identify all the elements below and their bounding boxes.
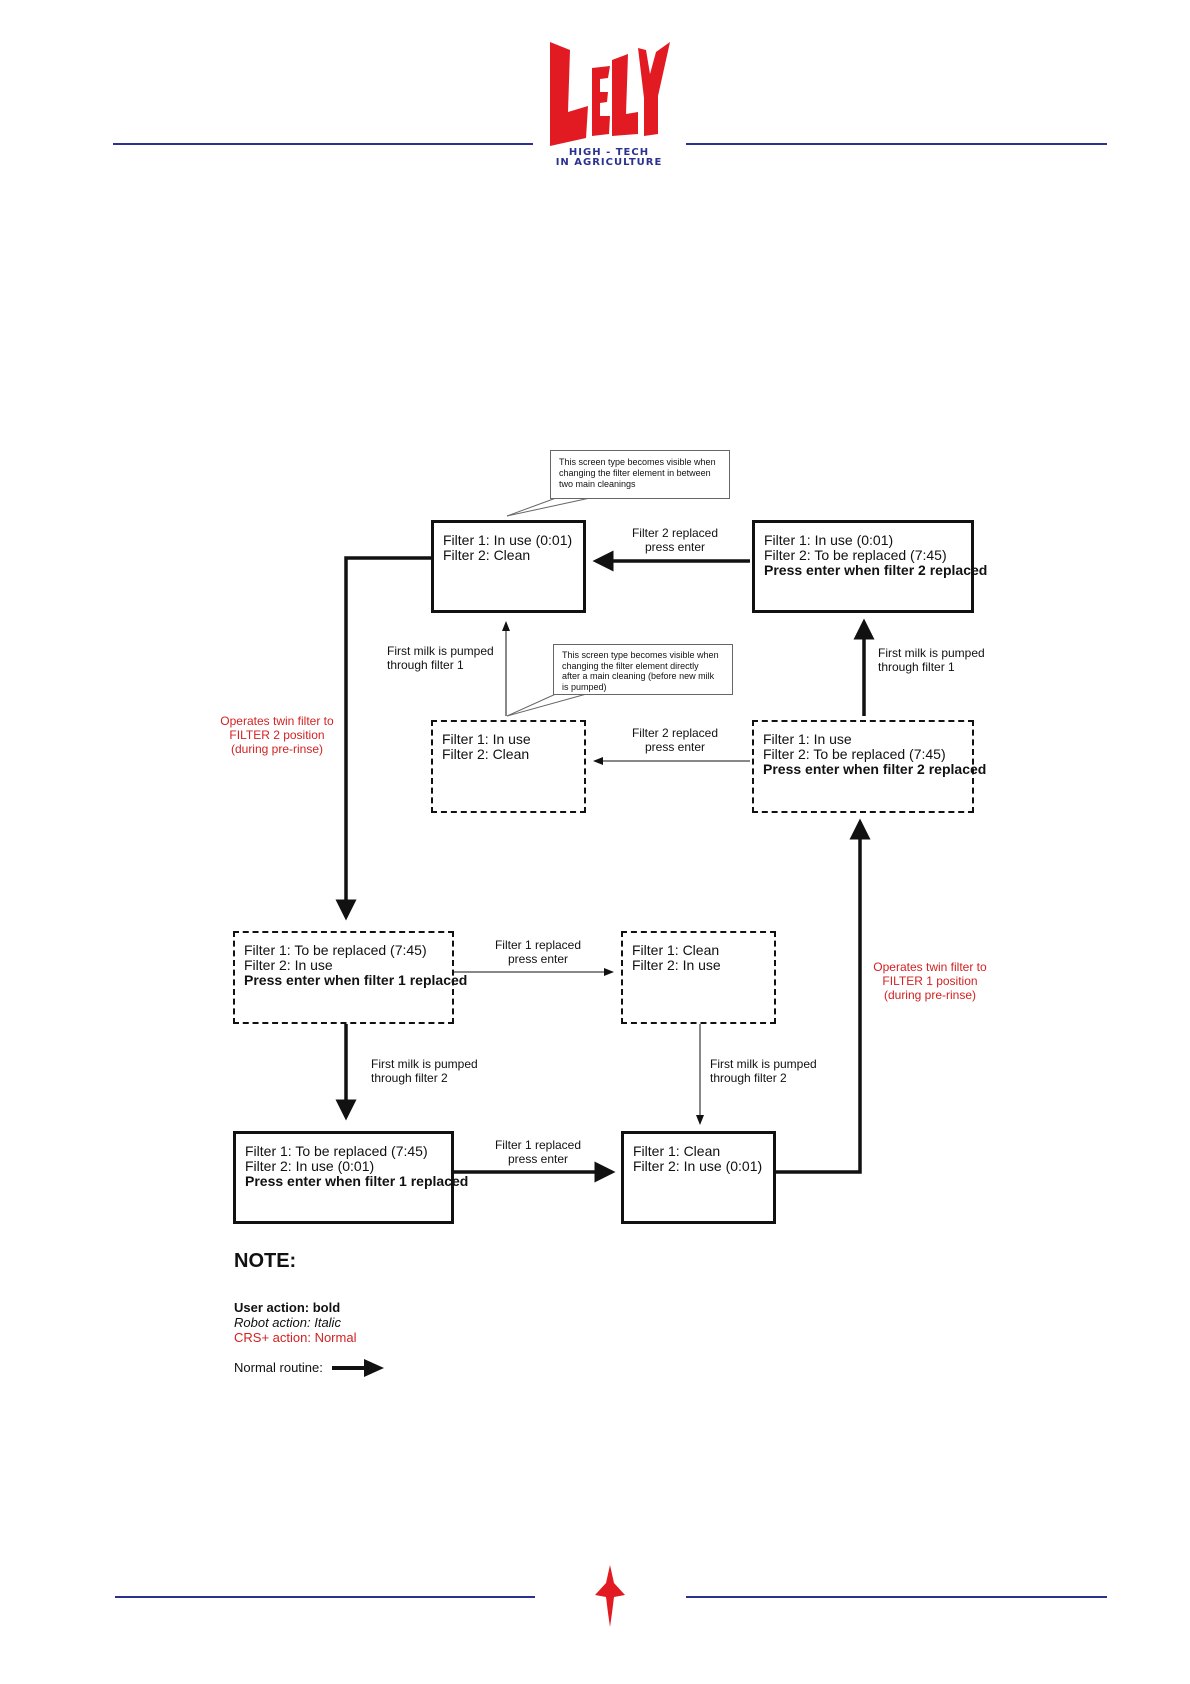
state-line-user-action: Press enter when filter 1 replaced <box>245 1173 469 1189</box>
label-operates-filter1: Operates twin filter to FILTER 1 positio… <box>860 960 1000 1002</box>
state-box-2: Filter 1: In use (0:01) Filter 2: To be … <box>752 520 988 613</box>
arrow-box8-to-box4 <box>775 818 871 1174</box>
label-first-milk-filter1-right: First milk is pumped through filter 1 <box>878 646 985 674</box>
label-line: (during pre-rinse) <box>230 742 324 756</box>
state-box-3: Filter 1: In use Filter 2: Clean <box>431 720 586 813</box>
label-line: FILTER 1 position <box>882 974 978 988</box>
state-box-8: Filter 1: Clean Filter 2: In use (0:01) <box>621 1131 776 1224</box>
label-line: Filter 2 replaced <box>631 726 719 740</box>
legend-user-action: User action: bold <box>234 1300 341 1315</box>
label-line: Filter 1 replaced <box>494 1138 582 1152</box>
state-line-user-action: Press enter when filter 2 replaced <box>764 562 988 578</box>
label-first-milk-filter1-left: First milk is pumped through filter 1 <box>387 644 494 672</box>
label-filter2-replaced-top: Filter 2 replaced press enter <box>620 526 730 554</box>
label-filter2-replaced-mid: Filter 2 replaced press enter <box>620 726 730 754</box>
callout-top-line: two main cleanings <box>559 479 636 489</box>
state-box-4: Filter 1: In use Filter 2: To be replace… <box>752 720 987 813</box>
label-line: through filter 1 <box>387 658 464 672</box>
label-line: press enter <box>507 952 569 966</box>
callout-top-pointer <box>506 497 557 517</box>
label-line: First milk is pumped <box>878 646 985 660</box>
callout-top-line: changing the filter element in between <box>559 468 711 478</box>
callout-middle-line: changing the filter element directly <box>562 660 699 671</box>
label-line: press enter <box>644 740 706 754</box>
lely-fleur-icon <box>595 1565 625 1627</box>
label-line: First milk is pumped <box>371 1057 478 1071</box>
callout-middle-line: This screen type becomes visible when <box>562 650 719 660</box>
state-line: Filter 1: Clean <box>632 942 720 958</box>
label-filter1-replaced-mid: Filter 1 replaced press enter <box>483 938 593 966</box>
callout-top-line: This screen type becomes visible when <box>559 457 716 467</box>
label-first-milk-filter2-left: First milk is pumped through filter 2 <box>371 1057 478 1085</box>
legend-thick-arrow-icon <box>332 1359 384 1377</box>
state-line-user-action: Press enter when filter 1 replaced <box>244 972 468 988</box>
callout-mid-pointer <box>506 692 559 717</box>
state-line: Filter 1: Clean <box>633 1143 721 1159</box>
legend-crs-action: CRS+ action: Normal <box>234 1330 357 1345</box>
label-line: First milk is pumped <box>710 1057 817 1071</box>
footer-rule-right <box>686 1596 1107 1598</box>
state-line: Filter 2: Clean <box>442 746 530 762</box>
label-line: through filter 2 <box>371 1071 448 1085</box>
label-line: (during pre-rinse) <box>883 988 977 1002</box>
state-box-7: Filter 1: To be replaced (7:45) Filter 2… <box>233 1131 469 1224</box>
footer-rule-left <box>115 1596 535 1598</box>
state-box-1: Filter 1: In use (0:01) Filter 2: Clean <box>431 520 586 613</box>
header-rule-right <box>686 143 1107 145</box>
state-line: Filter 1: In use <box>763 731 852 747</box>
callout-top: This screen type becomes visible when ch… <box>550 450 730 499</box>
callout-middle-line: after a main cleaning (before new milk <box>562 671 715 681</box>
label-first-milk-filter2-right: First milk is pumped through filter 2 <box>710 1057 817 1085</box>
callout-mid-pointer2 <box>506 692 591 717</box>
state-line: Filter 2: To be replaced (7:45) <box>763 746 946 762</box>
legend-normal-routine: Normal routine: <box>234 1360 323 1375</box>
logo-tagline-line1: HIGH - TECH <box>568 147 650 158</box>
state-line: Filter 2: In use <box>632 957 721 973</box>
label-line: press enter <box>507 1152 569 1166</box>
note-title: NOTE: <box>234 1250 297 1272</box>
state-line: Filter 1: To be replaced (7:45) <box>244 942 427 958</box>
label-line: through filter 1 <box>878 660 955 674</box>
label-line: Operates twin filter to <box>220 714 334 728</box>
label-line: press enter <box>644 540 706 554</box>
label-line: through filter 2 <box>710 1071 787 1085</box>
label-line: Filter 1 replaced <box>494 938 582 952</box>
state-line-user-action: Press enter when filter 2 replaced <box>763 761 987 777</box>
state-line: Filter 2: To be replaced (7:45) <box>764 547 947 563</box>
state-line: Filter 1: In use <box>442 731 531 747</box>
legend-robot-action: Robot action: Italic <box>234 1315 341 1330</box>
state-line: Filter 1: In use (0:01) <box>443 532 573 548</box>
state-line: Filter 1: In use (0:01) <box>764 532 894 548</box>
state-box-5: Filter 1: To be replaced (7:45) Filter 2… <box>233 931 468 1024</box>
header-rule-left <box>113 143 533 145</box>
state-line: Filter 2: In use (0:01) <box>633 1158 763 1174</box>
label-line: FILTER 2 position <box>229 728 325 742</box>
logo-tagline-line2: IN AGRICULTURE <box>555 157 663 168</box>
lely-logo <box>548 42 670 168</box>
label-line: Filter 2 replaced <box>631 526 719 540</box>
state-line: Filter 1: To be replaced (7:45) <box>245 1143 428 1159</box>
label-operates-filter2: Operates twin filter to FILTER 2 positio… <box>207 714 347 756</box>
label-line: Operates twin filter to <box>873 960 987 974</box>
label-line: First milk is pumped <box>387 644 494 658</box>
label-filter1-replaced-bottom: Filter 1 replaced press enter <box>483 1138 593 1166</box>
state-line: Filter 2: Clean <box>443 547 531 563</box>
arrow-box1-to-box5 <box>335 556 432 921</box>
callout-top-pointer2 <box>506 497 591 517</box>
state-line: Filter 2: In use <box>244 957 333 973</box>
state-box-6: Filter 1: Clean Filter 2: In use <box>621 931 776 1024</box>
callout-middle: This screen type becomes visible when ch… <box>553 644 733 695</box>
callout-middle-line: is pumped) <box>562 681 607 692</box>
state-line: Filter 2: In use (0:01) <box>245 1158 375 1174</box>
